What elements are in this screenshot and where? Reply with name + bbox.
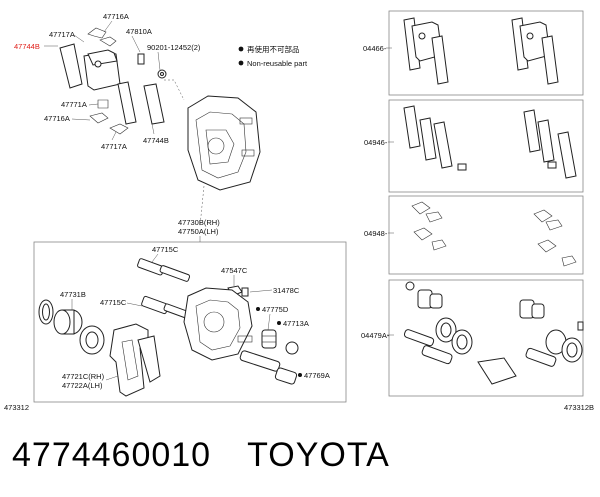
label-04466: 04466- bbox=[363, 44, 387, 53]
bushing bbox=[285, 341, 299, 355]
clip-kit-illustration bbox=[411, 201, 577, 267]
part-number: 4774460010 bbox=[12, 436, 212, 474]
figure-code-left: 473312 bbox=[4, 403, 29, 412]
caliper-mounting bbox=[109, 323, 161, 397]
legend-bullet bbox=[238, 60, 244, 66]
label-47722A: 47722A(LH) bbox=[62, 381, 103, 390]
label-04948: 04948- bbox=[364, 229, 388, 238]
slide-pin bbox=[137, 258, 191, 282]
kit-panel-04466 bbox=[388, 10, 584, 96]
label-47769A: 47769A bbox=[304, 371, 330, 380]
label-47716A-top: 47716A bbox=[103, 12, 129, 21]
label-47744B-highlight[interactable]: 47744B bbox=[14, 42, 40, 51]
bleeder-screw bbox=[241, 287, 249, 297]
anti-rattle-clip bbox=[109, 123, 129, 135]
legend-item-2: Non-reusable part bbox=[247, 59, 308, 68]
anti-rattle-clip bbox=[87, 27, 107, 39]
label-47717A-bottom: 47717A bbox=[101, 142, 127, 151]
label-47731B: 47731B bbox=[60, 290, 86, 299]
anti-rattle-clip bbox=[99, 36, 117, 47]
caliper-detail-frame bbox=[33, 241, 347, 403]
label-47750A: 47750A(LH) bbox=[178, 227, 219, 236]
disc-brake-pad bbox=[117, 81, 137, 125]
label-47721C: 47721C(RH) bbox=[62, 372, 105, 381]
caption: 4774460010 TOYOTA bbox=[12, 436, 426, 475]
brand-name: TOYOTA bbox=[247, 436, 390, 474]
cylinder-boot bbox=[79, 325, 105, 355]
label-04946: 04946- bbox=[364, 138, 388, 147]
label-47744B: 47744B bbox=[143, 136, 169, 145]
caliper-assembly-illustration bbox=[187, 95, 261, 191]
pad-kit-illustration bbox=[403, 17, 559, 85]
bushing-dust-boot bbox=[261, 329, 277, 349]
figure-code-right: 473312B bbox=[564, 403, 594, 412]
kit-panel-04479A bbox=[388, 279, 584, 397]
label-47716A-mid: 47716A bbox=[44, 114, 70, 123]
bolt bbox=[137, 53, 145, 65]
label-47715C-top: 47715C bbox=[152, 245, 179, 254]
legend-item-1: 再使用不可部品 bbox=[247, 44, 300, 54]
kit-panel-04948 bbox=[388, 195, 584, 275]
disc-brake-pad bbox=[59, 43, 83, 89]
label-04479A: 04479A- bbox=[361, 331, 390, 340]
parts-diagram: 47744B 47717A 47716A 47810A 90201-12452(… bbox=[4, 10, 594, 412]
shim-kit-illustration bbox=[403, 105, 577, 179]
caliper-body bbox=[183, 287, 253, 361]
label-47713A: 47713A bbox=[283, 319, 309, 328]
label-47810A: 47810A bbox=[126, 27, 152, 36]
anti-rattle-clip bbox=[89, 112, 109, 124]
label-47547C: 47547C bbox=[221, 266, 248, 275]
kit-panel-04946 bbox=[388, 99, 584, 193]
label-47715C-mid: 47715C bbox=[100, 298, 127, 307]
label-47771A: 47771A bbox=[61, 100, 87, 109]
label-90201: 90201-12452(2) bbox=[147, 43, 201, 52]
label-47717A-top: 47717A bbox=[49, 30, 75, 39]
label-47730B: 47730B(RH) bbox=[178, 218, 220, 227]
disc-brake-pad bbox=[143, 83, 165, 125]
seal-kit-illustration bbox=[403, 281, 584, 385]
piston bbox=[53, 309, 83, 335]
slide-pin-long bbox=[239, 350, 298, 385]
legend-bullet bbox=[238, 46, 244, 52]
label-47775D: 47775D bbox=[262, 305, 289, 314]
label-31478C: 31478C bbox=[273, 286, 300, 295]
pad-support-plate bbox=[97, 99, 109, 109]
